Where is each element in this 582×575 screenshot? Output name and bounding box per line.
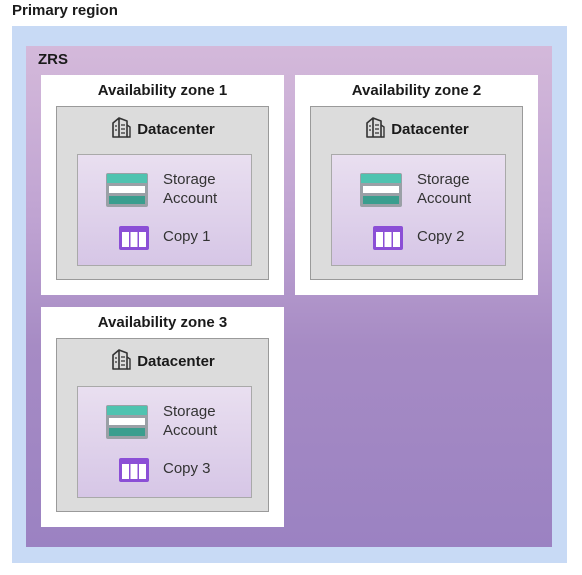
- availability-zone-1: Availability zone 1 Datacenter: [41, 75, 284, 295]
- datacenter-box: Datacenter Storage Account: [56, 338, 269, 512]
- copy-label: Copy 2: [417, 228, 465, 245]
- datacenter-label: Datacenter: [137, 352, 215, 370]
- datacenter-header: Datacenter: [57, 115, 268, 144]
- storage-container: Storage Account Copy 1: [77, 154, 252, 266]
- storage-account-icon: [106, 173, 148, 212]
- storage-account-label: Storage Account: [163, 402, 243, 440]
- region-title: Primary region: [12, 2, 118, 19]
- storage-account-icon: [360, 173, 402, 212]
- zone-title: Availability zone 2: [351, 82, 482, 99]
- table-copy-icon: [119, 226, 149, 255]
- storage-container: Storage Account Copy 2: [331, 154, 506, 266]
- datacenter-label: Datacenter: [391, 120, 469, 138]
- zone-title: Availability zone 3: [97, 314, 228, 331]
- datacenter-label: Datacenter: [137, 120, 215, 138]
- storage-label-line2: Account: [163, 190, 218, 207]
- zone-title: Availability zone 1: [97, 82, 228, 99]
- zrs-label: ZRS: [38, 51, 68, 68]
- storage-label-line1: Storage: [163, 171, 216, 188]
- datacenter-header: Datacenter: [311, 115, 522, 144]
- datacenter-header: Datacenter: [57, 347, 268, 376]
- storage-label-line1: Storage: [163, 403, 216, 420]
- availability-zone-2: Availability zone 2 Datacenter: [295, 75, 538, 295]
- storage-container: Storage Account Copy 3: [77, 386, 252, 498]
- storage-label-line2: Account: [163, 422, 218, 439]
- datacenter-icon: [110, 347, 132, 376]
- availability-zone-3: Availability zone 3 Datacenter: [41, 307, 284, 527]
- copy-label: Copy 3: [163, 460, 211, 477]
- storage-account-icon: [106, 405, 148, 444]
- datacenter-box: Datacenter Storage Account: [310, 106, 523, 280]
- datacenter-icon: [110, 115, 132, 144]
- storage-label-line1: Storage: [417, 171, 470, 188]
- datacenter-icon: [364, 115, 386, 144]
- table-copy-icon: [119, 458, 149, 487]
- datacenter-box: Datacenter Storage Account: [56, 106, 269, 280]
- copy-label: Copy 1: [163, 228, 211, 245]
- storage-account-label: Storage Account: [417, 170, 497, 208]
- storage-account-label: Storage Account: [163, 170, 243, 208]
- table-copy-icon: [373, 226, 403, 255]
- storage-label-line2: Account: [417, 190, 472, 207]
